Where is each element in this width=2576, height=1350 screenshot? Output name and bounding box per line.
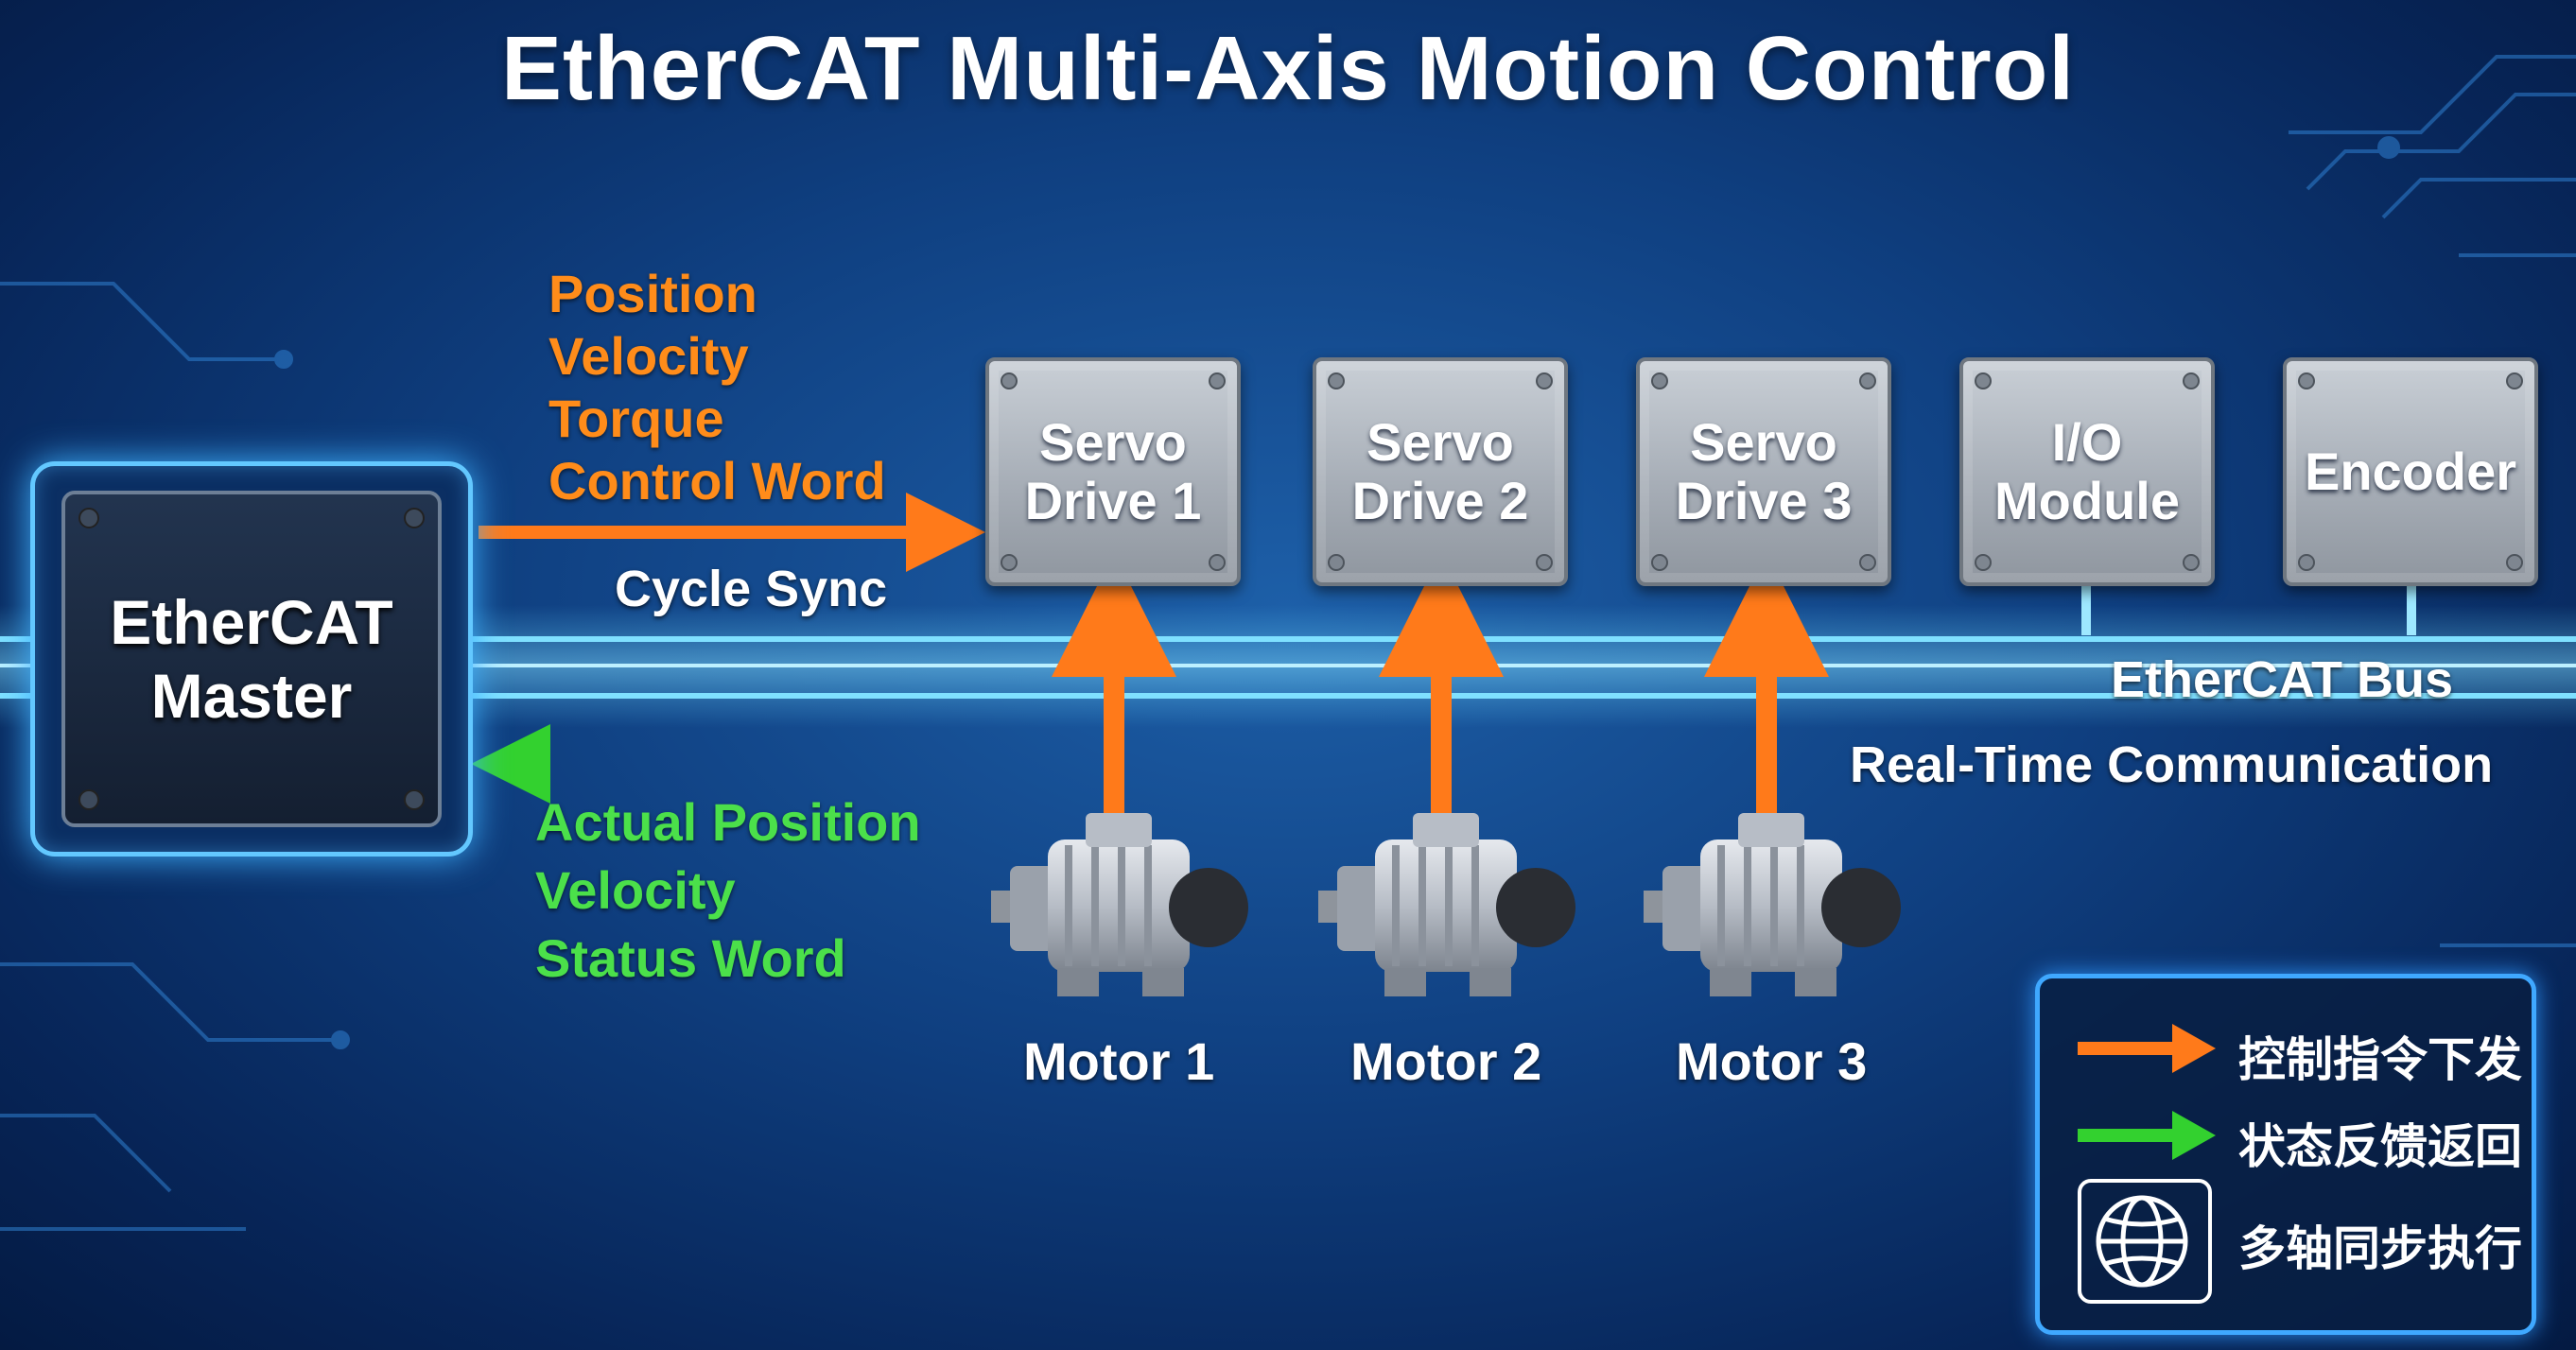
screw-icon <box>2506 554 2523 571</box>
screw-icon <box>1536 554 1553 571</box>
screw-icon <box>2506 372 2523 389</box>
ethercat-master-node: EtherCAT Master <box>30 461 473 857</box>
feedback-label-actual-position: Actual Position <box>535 792 921 852</box>
motor-icon-3 <box>1644 813 1901 996</box>
screw-icon <box>1328 372 1345 389</box>
screw-icon <box>1209 554 1226 571</box>
module-label-line1: I/O <box>2051 412 2123 472</box>
motor-icon-2 <box>1318 813 1575 996</box>
legend-sync-label: 多轴同步执行 <box>2238 1222 2522 1275</box>
module-label-line1: Servo <box>1039 412 1187 472</box>
screw-icon <box>1859 554 1876 571</box>
screw-icon <box>2298 372 2315 389</box>
command-label-torque: Torque <box>548 389 724 448</box>
screw-icon <box>1536 372 1553 389</box>
feedback-label-list: Actual Position Velocity Status Word <box>535 788 921 993</box>
motor-label-3: Motor 3 <box>1676 1031 1868 1091</box>
legend-command-arrow <box>2078 1024 2216 1073</box>
feedback-label-status-word: Status Word <box>535 928 846 988</box>
motor-icon-1 <box>991 813 1248 996</box>
circuit-decoration <box>0 55 2576 1231</box>
command-label-position: Position <box>548 264 757 323</box>
io-module: I/O Module <box>1959 357 2215 586</box>
screw-icon <box>2183 372 2200 389</box>
module-label-line1: Servo <box>1366 412 1514 472</box>
module-label-line2: Drive 3 <box>1675 471 1853 530</box>
encoder-module: Encoder <box>2283 357 2538 586</box>
screw-icon <box>1001 372 1018 389</box>
bus-subtitle-label: Real-Time Communication <box>1850 736 2494 793</box>
page-title: EtherCAT Multi-Axis Motion Control <box>500 18 2076 119</box>
legend-feedback-label: 状态反馈返回 <box>2238 1120 2522 1173</box>
servo-drive-1: Servo Drive 1 <box>985 357 1241 586</box>
screw-icon <box>2298 554 2315 571</box>
motor-label-2: Motor 2 <box>1350 1031 1542 1091</box>
command-label-list: Position Velocity Torque Control Word <box>548 263 886 512</box>
legend-command-label: 控制指令下发 <box>2238 1033 2522 1086</box>
module-label-line1: Servo <box>1690 412 1837 472</box>
bus-name-label: EtherCAT Bus <box>2111 651 2454 708</box>
screw-icon <box>1859 372 1876 389</box>
master-label-line1: EtherCAT <box>110 587 393 657</box>
module-label-line1: Encoder <box>2304 441 2517 501</box>
command-label-control-word: Control Word <box>548 451 886 511</box>
legend-sync-icon-frame <box>2078 1179 2212 1304</box>
screw-icon <box>2183 554 2200 571</box>
module-bus-connectors <box>2081 580 2416 635</box>
screw-icon <box>1209 372 1226 389</box>
module-label-line2: Module <box>1994 471 2180 530</box>
screw-icon <box>78 789 99 810</box>
legend-box: 控制指令下发 状态反馈返回 多轴同步执行 <box>2035 974 2536 1335</box>
screw-icon <box>404 789 425 810</box>
module-label-line2: Drive 2 <box>1351 471 1529 530</box>
master-label-line2: Master <box>150 661 353 731</box>
screw-icon <box>1328 554 1345 571</box>
screw-icon <box>404 508 425 528</box>
screw-icon <box>1651 554 1668 571</box>
feedback-label-velocity: Velocity <box>535 860 736 920</box>
screw-icon <box>1975 372 1992 389</box>
screw-icon <box>1001 554 1018 571</box>
globe-icon <box>2096 1195 2188 1288</box>
servo-drive-3: Servo Drive 3 <box>1636 357 1891 586</box>
cycle-sync-label: Cycle Sync <box>615 561 888 617</box>
module-label-line2: Drive 1 <box>1024 471 1202 530</box>
screw-icon <box>1651 372 1668 389</box>
screw-icon <box>78 508 99 528</box>
legend-feedback-arrow <box>2078 1111 2216 1160</box>
ethercat-master-panel: EtherCAT Master <box>61 491 442 827</box>
command-label-velocity: Velocity <box>548 326 749 386</box>
motor-label-1: Motor 1 <box>1023 1031 1215 1091</box>
servo-drive-2: Servo Drive 2 <box>1313 357 1568 586</box>
screw-icon <box>1975 554 1992 571</box>
